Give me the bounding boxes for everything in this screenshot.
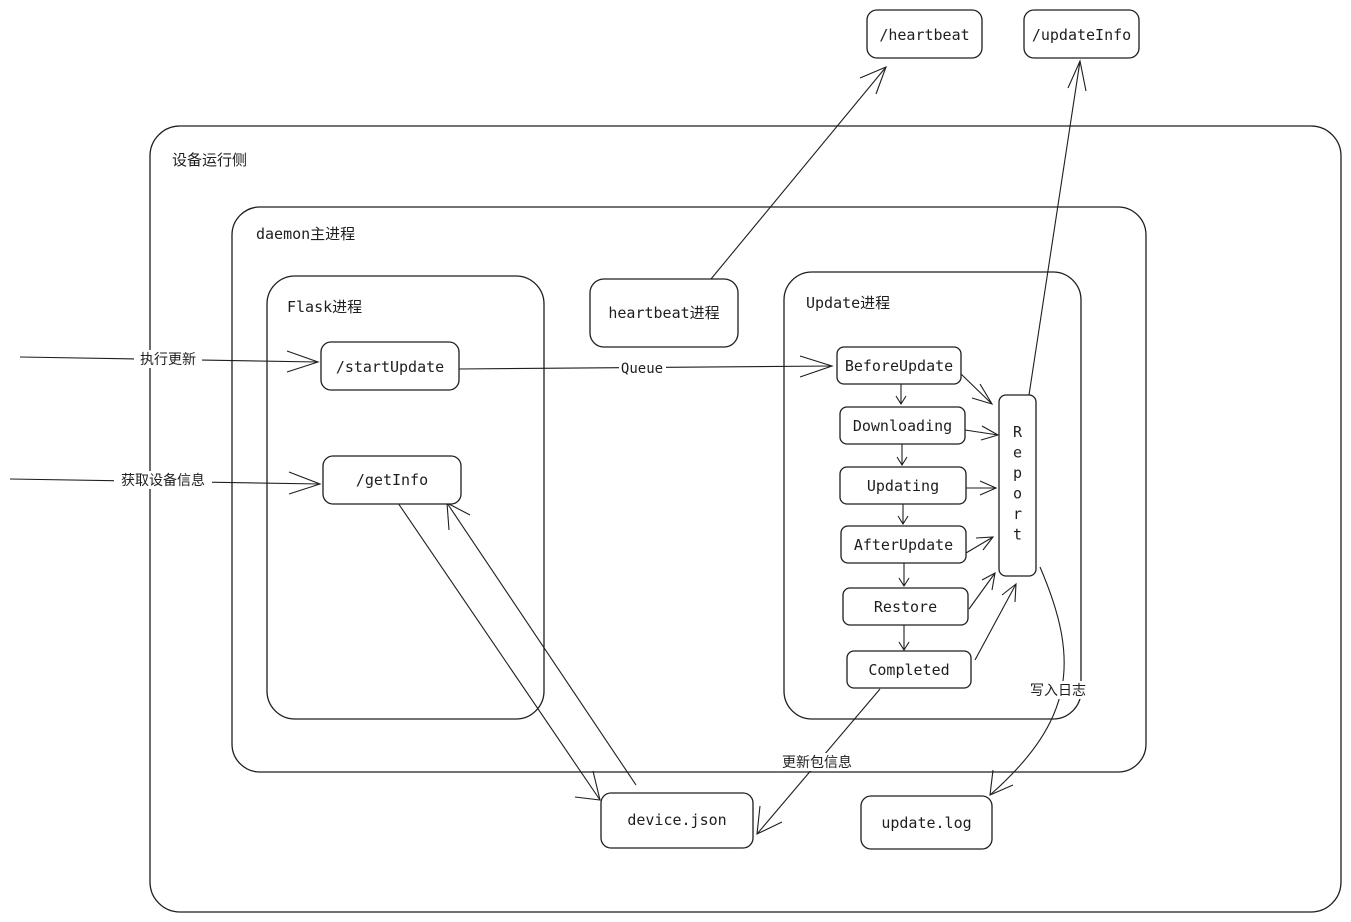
edge-update-info <box>1028 60 1081 396</box>
get-device-info-label: 获取设备信息 <box>121 472 205 489</box>
before-update-label: BeforeUpdate <box>845 357 953 375</box>
arrowhead <box>288 471 322 495</box>
edge-to-report <box>965 536 994 554</box>
before-update-node <box>836 346 962 385</box>
arrowhead <box>1067 59 1087 92</box>
updating-label: Updating <box>867 477 939 495</box>
completed-label: Completed <box>868 661 949 679</box>
flask-label: Flask进程 <box>287 298 362 316</box>
label-bg <box>776 753 858 771</box>
updateinfo-endpoint-node <box>1023 9 1140 59</box>
label-bg <box>619 359 666 377</box>
execute-update-label: 执行更新 <box>140 352 196 368</box>
arrowhead <box>981 571 996 591</box>
arrowhead <box>989 769 1014 796</box>
edge-to-report <box>960 373 993 405</box>
downloading-node <box>839 406 966 445</box>
arrowhead <box>898 577 910 588</box>
label-bg <box>134 350 202 368</box>
daemon-container <box>231 206 1147 773</box>
downloading-label: Downloading <box>853 417 952 435</box>
arrowhead <box>898 641 910 652</box>
get-info-node <box>322 455 462 505</box>
heartbeat-endpoint-node <box>866 9 983 59</box>
arrowhead <box>1001 582 1017 603</box>
arrowhead <box>799 355 834 378</box>
device-json-node <box>600 792 754 849</box>
updating-node <box>839 466 967 505</box>
update-label: Update进程 <box>806 294 890 312</box>
edge-devicejson-to-getinfo <box>446 502 637 786</box>
arrowhead <box>897 515 909 526</box>
arrowhead <box>446 502 471 531</box>
arrowhead <box>895 395 907 406</box>
daemon-label: daemon主进程 <box>256 225 355 243</box>
restore-node <box>842 587 969 626</box>
edge-to-report <box>964 429 999 436</box>
package-info-label: 更新包信息 <box>782 754 852 771</box>
arrowhead <box>971 383 994 405</box>
heartbeat-process-label: heartbeat进程 <box>608 304 719 322</box>
after-update-label: AfterUpdate <box>854 536 953 554</box>
device-side-container <box>149 125 1342 913</box>
flask-container <box>266 275 545 720</box>
arrowhead <box>574 770 601 801</box>
updateinfo-endpoint-label: /updateInfo <box>1032 26 1131 44</box>
after-update-node <box>840 525 967 564</box>
queue-label: Queue <box>621 361 663 377</box>
update-log-label: update.log <box>881 814 971 832</box>
update-log-node <box>860 795 993 850</box>
edge-to-report <box>974 583 1017 661</box>
arrowhead <box>859 65 887 95</box>
arrowhead <box>980 425 1000 441</box>
edge-getinfo-to-devicejson <box>397 502 601 801</box>
write-log-label: 写入日志 <box>1030 683 1086 699</box>
restore-label: Restore <box>874 598 937 616</box>
label-bg <box>1024 681 1092 699</box>
edge-heartbeat <box>710 66 887 280</box>
device-side-label: 设备运行侧 <box>172 151 247 169</box>
start-update-node <box>320 341 460 391</box>
label-bg <box>114 471 212 489</box>
start-update-label: /startUpdate <box>336 358 444 376</box>
update-container <box>783 271 1082 720</box>
arrowhead <box>975 536 995 551</box>
device-json-label: device.json <box>627 811 726 829</box>
get-info-label: /getInfo <box>356 471 428 489</box>
arrowhead <box>979 480 998 496</box>
arrowhead <box>896 456 908 467</box>
arrowhead <box>286 350 320 373</box>
completed-node <box>846 650 972 689</box>
edge-to-report <box>968 572 996 610</box>
report-node <box>998 394 1037 577</box>
heartbeat-process-node <box>589 278 739 348</box>
arrowhead <box>756 805 783 835</box>
heartbeat-endpoint-label: /heartbeat <box>879 26 969 44</box>
